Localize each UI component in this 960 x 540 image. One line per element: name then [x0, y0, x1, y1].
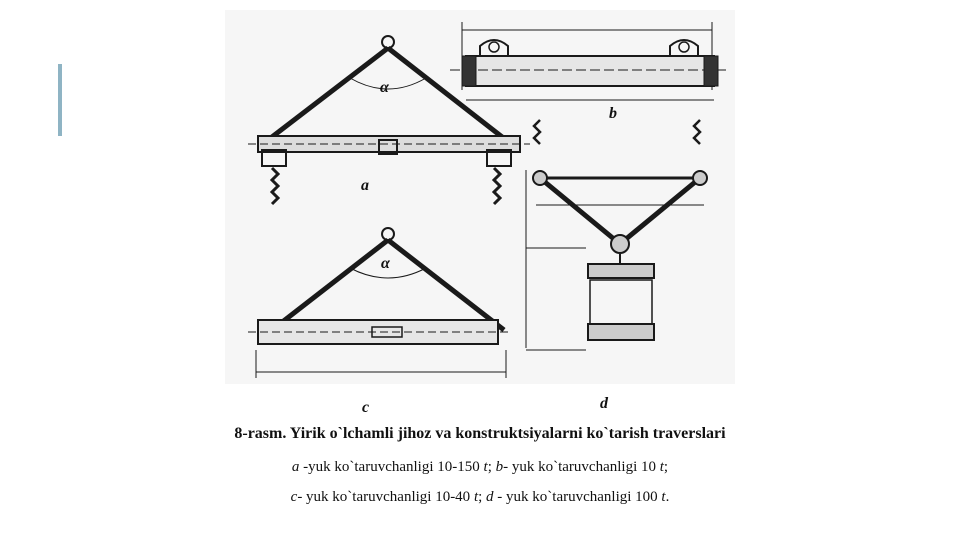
- figure-caption-title: 8-rasm. Yirik o`lchamli jihoz va konstru…: [234, 425, 726, 442]
- panel-c-drawing: [248, 227, 512, 378]
- caption-b-unit: t: [659, 459, 664, 475]
- caption-b: b: [495, 459, 504, 475]
- panel-a-drawing: [248, 35, 530, 206]
- accent-bar: [58, 64, 62, 136]
- traverse-figure: a α b c α: [248, 22, 728, 416]
- figure-caption-line-2: c- yuk ko`taruvchanligi 10-40 t; d - yuk…: [290, 489, 670, 505]
- panel-a-angle: α: [380, 79, 390, 96]
- caption-d-unit: t: [661, 489, 666, 505]
- panel-b-drawing: [450, 22, 728, 101]
- caption-c: c: [290, 489, 298, 505]
- figure-caption-line-1: a -yuk ko`taruvchanligi 10-150 t; b- yuk…: [291, 459, 669, 475]
- caption-c-text: - yuk ko`taruvchanligi 10-40: [297, 489, 474, 505]
- caption-c-unit: t: [473, 489, 479, 505]
- caption-a: a: [291, 459, 300, 475]
- caption-line-1-end: ;: [663, 459, 669, 475]
- panel-b-label: b: [609, 105, 617, 122]
- caption-b-text: - yuk ko`taruvchanligi 10: [503, 459, 660, 475]
- caption-line-2-end: .: [665, 489, 670, 505]
- caption-a-text: -yuk ko`taruvchanligi 10-150: [299, 459, 484, 475]
- caption-d: d: [486, 489, 494, 505]
- caption-d-text: - yuk ko`taruvchanligi 100: [493, 489, 662, 505]
- panel-d-drawing: [525, 119, 708, 351]
- panel-a-label: a: [361, 177, 369, 194]
- panel-c-angle: α: [381, 255, 391, 272]
- caption-a-unit: t: [483, 459, 488, 475]
- panel-c-label: c: [362, 399, 369, 416]
- panel-d-label: d: [600, 395, 609, 412]
